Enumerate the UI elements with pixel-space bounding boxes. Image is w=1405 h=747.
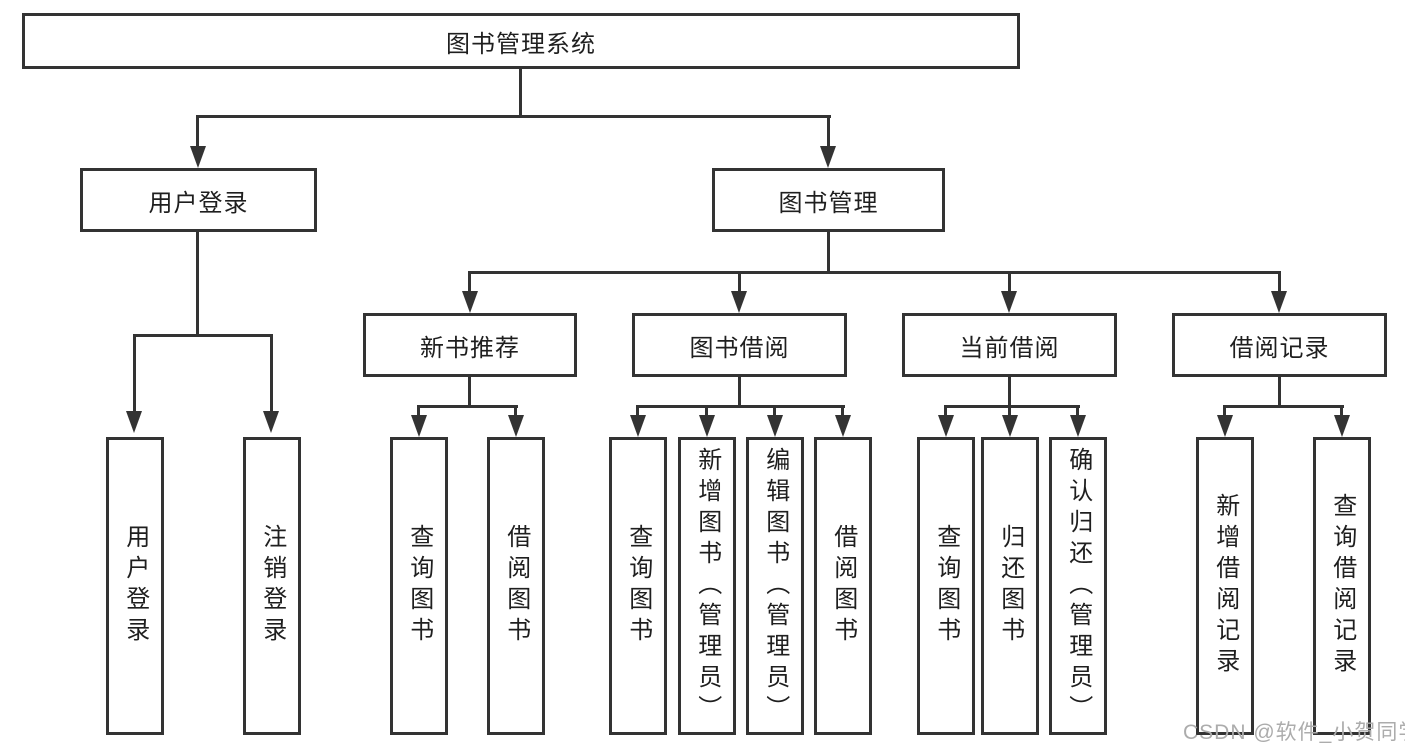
connector-line <box>1223 405 1344 408</box>
leaf-label: 用户登录 <box>121 524 149 648</box>
leaf-current-query-book: 查询图书 <box>917 437 975 735</box>
leaf-label: 编辑图书（管理员） <box>761 446 789 726</box>
connector-line <box>773 407 776 417</box>
leaf-recommend-borrow-book: 借阅图书 <box>487 437 545 735</box>
node-label: 图书借阅 <box>689 334 790 362</box>
connector-line <box>133 334 273 337</box>
node-label: 当前借阅 <box>959 334 1060 362</box>
connector-line <box>514 407 517 417</box>
connector-line <box>841 407 844 417</box>
connector-line <box>827 117 830 148</box>
node-book-borrow: 图书借阅 <box>632 313 847 377</box>
leaf-label: 借阅图书 <box>502 524 530 648</box>
node-book-management: 图书管理 <box>712 168 945 232</box>
connector-line <box>468 375 471 407</box>
arrowhead-down-icon <box>1334 415 1350 437</box>
arrowhead-down-icon <box>820 146 836 168</box>
connector-line <box>827 231 830 273</box>
arrowhead-down-icon <box>1217 415 1233 437</box>
arrowhead-down-icon <box>263 411 279 433</box>
leaf-label: 查询图书 <box>405 524 433 648</box>
connector-line <box>196 115 831 118</box>
arrowhead-down-icon <box>1002 415 1018 437</box>
arrowhead-down-icon <box>731 291 747 313</box>
leaf-borrow-query-book: 查询图书 <box>609 437 667 735</box>
leaf-borrow-edit-book-admin: 编辑图书（管理员） <box>746 437 804 735</box>
node-label: 借阅记录 <box>1229 334 1330 362</box>
connector-line <box>636 405 845 408</box>
arrowhead-down-icon <box>508 415 524 437</box>
node-label: 图书管理 <box>778 189 879 217</box>
connector-line <box>1076 407 1079 417</box>
leaf-label: 查询图书 <box>932 524 960 648</box>
arrowhead-down-icon <box>835 415 851 437</box>
arrowhead-down-icon <box>630 415 646 437</box>
connector-line <box>519 67 522 117</box>
arrowhead-down-icon <box>1001 291 1017 313</box>
connector-line <box>468 273 471 293</box>
connector-line <box>1008 273 1011 293</box>
connector-line <box>270 336 273 413</box>
connector-line <box>944 407 947 417</box>
leaf-label: 新增借阅记录 <box>1211 493 1239 679</box>
connector-line <box>1223 407 1226 417</box>
arrowhead-down-icon <box>462 291 478 313</box>
connector-line <box>738 273 741 293</box>
leaf-label: 新增图书（管理员） <box>693 446 721 726</box>
leaf-current-confirm-return-admin: 确认归还（管理员） <box>1049 437 1107 735</box>
connector-line <box>417 405 518 408</box>
connector-line <box>705 407 708 417</box>
leaf-records-query-record: 查询借阅记录 <box>1313 437 1371 735</box>
arrowhead-down-icon <box>699 415 715 437</box>
arrowhead-down-icon <box>411 415 427 437</box>
node-label: 图书管理系统 <box>446 30 596 58</box>
connector-line <box>1278 273 1281 293</box>
arrowhead-down-icon <box>126 411 142 433</box>
node-new-book-recommend: 新书推荐 <box>363 313 577 377</box>
node-label: 新书推荐 <box>420 334 520 362</box>
arrowhead-down-icon <box>938 415 954 437</box>
connector-line <box>133 336 136 413</box>
connector-line <box>417 407 420 417</box>
leaf-logout: 注销登录 <box>243 437 301 735</box>
csdn-watermark: CSDN @软件_小贺同学 <box>1183 721 1405 744</box>
connector-line <box>196 117 199 148</box>
arrowhead-down-icon <box>767 415 783 437</box>
leaf-borrow-borrow-book: 借阅图书 <box>814 437 872 735</box>
connector-line <box>1340 407 1343 417</box>
node-borrow-records: 借阅记录 <box>1172 313 1387 377</box>
leaf-label: 查询图书 <box>624 524 652 648</box>
arrowhead-down-icon <box>190 146 206 168</box>
leaf-label: 查询借阅记录 <box>1328 493 1356 679</box>
connector-line <box>196 231 199 336</box>
leaf-label: 归还图书 <box>996 524 1024 648</box>
leaf-label: 注销登录 <box>258 524 286 648</box>
node-label: 用户登录 <box>148 189 249 217</box>
node-library-management-system: 图书管理系统 <box>22 13 1020 69</box>
leaf-borrow-add-book-admin: 新增图书（管理员） <box>678 437 736 735</box>
leaf-label: 确认归还（管理员） <box>1064 446 1092 726</box>
arrowhead-down-icon <box>1271 291 1287 313</box>
leaf-recommend-query-book: 查询图书 <box>390 437 448 735</box>
leaf-current-return-book: 归还图书 <box>981 437 1039 735</box>
connector-line <box>1008 375 1011 407</box>
leaf-label: 借阅图书 <box>829 524 857 648</box>
connector-line <box>636 407 639 417</box>
connector-line <box>944 405 1080 408</box>
connector-line <box>1278 375 1281 407</box>
node-current-borrow: 当前借阅 <box>902 313 1117 377</box>
leaf-records-add-record: 新增借阅记录 <box>1196 437 1254 735</box>
node-user-login: 用户登录 <box>80 168 317 232</box>
connector-line <box>738 375 741 407</box>
leaf-user-login: 用户登录 <box>106 437 164 735</box>
connector-line <box>1008 407 1011 417</box>
arrowhead-down-icon <box>1070 415 1086 437</box>
connector-line <box>468 271 1281 274</box>
